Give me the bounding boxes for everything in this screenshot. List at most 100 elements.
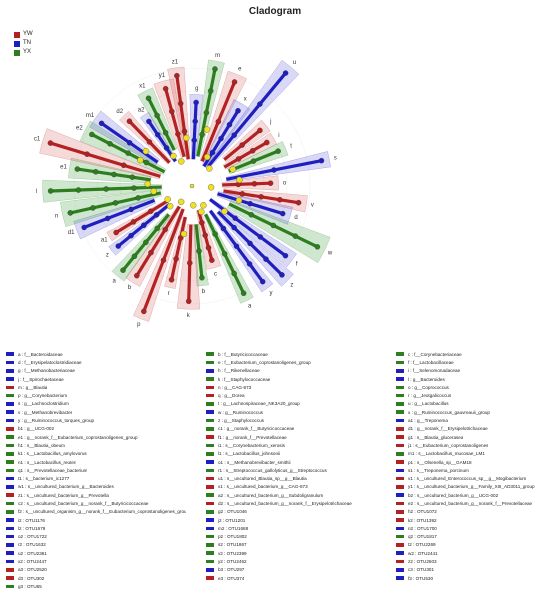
clade-node (169, 108, 175, 115)
legend-swatch (6, 418, 14, 423)
clade-node (128, 232, 134, 239)
legend-swatch (6, 352, 14, 356)
legend-label: w : g__Ruminococcus (218, 409, 263, 415)
clade-node (259, 278, 266, 285)
legend-item: u : g__Lactobacillus (396, 400, 550, 408)
legend-swatch (396, 352, 404, 356)
legend-item: l2 : OTU1679 (6, 524, 186, 532)
legend-item: w : g__Ruminococcus (206, 408, 386, 416)
clade-label: g (195, 86, 198, 92)
clade-node (233, 243, 240, 249)
legend-label: c3 : OTU301 (408, 567, 435, 573)
group-legend-item: TN (14, 39, 33, 48)
legend-swatch (6, 476, 14, 481)
legend-swatch (396, 476, 404, 481)
legend-swatch (6, 568, 14, 572)
clade-node (160, 257, 167, 263)
legend-item: n : g__CAG-873 (206, 383, 386, 391)
clade-node (75, 187, 82, 193)
legend-swatch (206, 543, 214, 547)
legend-label: c : f__Corynebacteriaceae (408, 351, 462, 357)
legend-label: k : f__Staphylococcaceae (218, 376, 271, 382)
legend-label: f2 : s__uncultured_organism_g__norank_f_… (18, 509, 186, 515)
clade-node (154, 131, 161, 138)
legend-item: y : g__Ruminococcus_torques_group (6, 416, 186, 424)
legend-label: g : f__Methanobacteriaceae (18, 368, 75, 374)
legend-swatch (206, 559, 214, 564)
clade-label: a2 (138, 107, 145, 113)
legend-label: p2 : OTU1802 (218, 534, 247, 540)
clade-node (207, 88, 214, 94)
legend-item: c3 : OTU301 (396, 566, 550, 574)
legend-swatch (6, 551, 14, 556)
legend-swatch (206, 443, 214, 448)
clade-node (231, 224, 237, 231)
clade-label: l (36, 189, 37, 195)
legend-item: v1 : s__uncultured_Enterococcus_sp__g__M… (396, 474, 550, 482)
clade-node (271, 167, 277, 173)
legend-item: x1 : s__uncultured_bacterium_g__CAG-873 (206, 483, 386, 491)
legend-item: e1 : g__norank_f__Eubacterium_coprostano… (6, 433, 186, 441)
clade-branch (207, 72, 287, 168)
legend-item: d2 : s__uncultured_bacterium_g__norank_f… (206, 499, 386, 507)
legend-label: q2 : OTU1817 (408, 534, 437, 540)
legend-item: e2 : s__uncultured_bacterium_g__norank_f… (396, 499, 550, 507)
clade-node (162, 85, 169, 92)
legend-item: g2 : OTU1046 (206, 508, 386, 516)
legend-swatch (6, 543, 14, 547)
clade-label: a (112, 279, 116, 285)
legend-item: y2 : OTU2462 (206, 557, 386, 565)
legend-item: z1 : s__uncultured_bacterium_g__Prevotel… (6, 491, 186, 499)
legend-item: p2 : OTU1802 (206, 533, 386, 541)
legend-swatch (396, 468, 404, 473)
tree-ring (96, 90, 288, 282)
legend-item: a1 : g__Treponema (396, 416, 550, 424)
legend-item: m2 : OTU1688 (206, 524, 386, 532)
clade-node (125, 150, 131, 156)
clade-node (251, 181, 258, 187)
legend-swatch (206, 526, 214, 531)
legend-label: o : g__Coprococcus (408, 384, 449, 390)
tree-node (221, 208, 228, 215)
clade-label: x1 (139, 83, 146, 89)
legend-item: p : g__Corynebacterium (6, 391, 186, 399)
clade-label: b (202, 289, 206, 295)
legend-label: a1 : g__Treponema (408, 418, 448, 424)
clade-node (212, 231, 218, 237)
clade-node (239, 191, 246, 197)
legend-swatch (6, 443, 14, 448)
legend-swatch (206, 377, 214, 381)
clade-label: y1 (159, 73, 166, 79)
clade-node (129, 174, 136, 180)
clade-label: m (215, 53, 220, 59)
clade-node (47, 188, 54, 194)
clade-node (128, 206, 134, 213)
clade-node (162, 130, 169, 136)
clade-node (295, 199, 302, 206)
tree-node (178, 158, 185, 165)
legend-label: g3 : OTU65 (18, 583, 42, 589)
legend-item: w2 : OTU2441 (396, 549, 550, 557)
clade-node (90, 205, 96, 211)
legend-swatch (206, 393, 214, 398)
legend-item: r2 : OTU1632 (6, 541, 186, 549)
legend-item: t : g__Lachnospiraceae_NK3A20_group (206, 400, 386, 408)
legend-swatch (6, 468, 14, 473)
clade-label: u (293, 60, 296, 66)
tree-node (142, 147, 150, 155)
clade-node (203, 109, 210, 116)
legend-item: d3 : OTU302 (6, 574, 186, 582)
clade-node (173, 256, 179, 262)
legend-swatch (396, 418, 404, 423)
clade-node (270, 222, 277, 229)
legend-item: b3 : OTU297 (206, 566, 386, 574)
legend-item: s1 : s__Treponema_porcinum (396, 466, 550, 474)
legend-label: u1 : s__uncultured_Blautia_sp__g__Blauti… (218, 476, 307, 482)
clade-node (264, 139, 270, 146)
cladogram-plot: gmexujitsovdwfzyacbkrpbaza1d1nle1c1e2m1d… (34, 53, 337, 328)
legend-swatch (206, 360, 214, 365)
clade-node (141, 222, 147, 228)
clade-node (232, 215, 238, 221)
tree-node (206, 165, 213, 172)
